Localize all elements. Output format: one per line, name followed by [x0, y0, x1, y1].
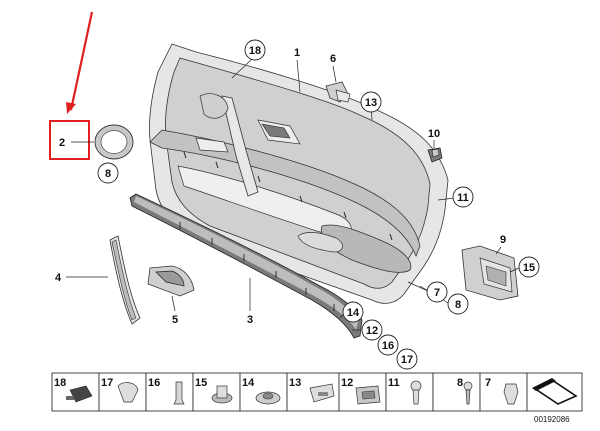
- legend-icon-8: [463, 381, 473, 405]
- legend-icon-7: [503, 383, 519, 405]
- part-2-speaker-ring: [94, 124, 134, 160]
- svg-text:18: 18: [249, 45, 261, 57]
- callout-12: 12: [361, 319, 383, 341]
- legend-icon-13: [309, 383, 335, 403]
- callout-15: 15: [518, 256, 540, 278]
- parts-legend-strip: 18 17 16 15 14 13 12 11 8 7: [51, 372, 583, 412]
- svg-text:7: 7: [434, 287, 440, 299]
- diagram-code: 00192086: [534, 415, 570, 424]
- part-9-bracket: [461, 245, 519, 301]
- svg-text:8: 8: [455, 299, 461, 311]
- legend-label-17: 17: [101, 377, 113, 389]
- legend-label-16: 16: [148, 377, 160, 389]
- callout-4: 4: [55, 272, 62, 284]
- part-6-clip: [325, 81, 351, 103]
- legend-icon-15: [211, 385, 233, 404]
- callout-9: 9: [500, 234, 506, 246]
- part-3-seal-strip: [129, 193, 363, 339]
- svg-text:15: 15: [523, 262, 535, 274]
- svg-text:8: 8: [105, 168, 111, 180]
- legend-icon-12: [355, 385, 381, 405]
- svg-text:13: 13: [365, 97, 377, 109]
- callout-7: 7: [426, 281, 448, 303]
- legend-label-14: 14: [242, 377, 255, 389]
- callout-14: 14: [342, 301, 364, 323]
- callout-13: 13: [360, 91, 382, 113]
- legend-icon-door-outline: [532, 378, 578, 405]
- callout-5: 5: [172, 314, 178, 326]
- legend-icon-11: [410, 380, 422, 405]
- svg-text:16: 16: [382, 340, 394, 352]
- callout-11: 11: [452, 186, 474, 208]
- callout-18: 18: [244, 39, 266, 61]
- legend-icon-14: [255, 391, 281, 405]
- legend-label-13: 13: [289, 377, 301, 389]
- callout-10: 10: [428, 128, 440, 140]
- highlight-box: [49, 120, 90, 160]
- legend-label-11: 11: [388, 377, 400, 389]
- legend-label-8: 8: [457, 377, 463, 389]
- part-10-clip: [427, 147, 443, 163]
- callout-8-right: 8: [447, 293, 469, 315]
- legend-label-7: 7: [485, 377, 491, 389]
- svg-text:12: 12: [366, 325, 378, 337]
- legend-label-15: 15: [195, 377, 207, 389]
- legend-icon-16: [173, 381, 185, 405]
- highlight-arrow: [66, 11, 94, 114]
- callout-16: 16: [377, 334, 399, 356]
- callout-6: 6: [330, 53, 336, 65]
- svg-text:17: 17: [401, 354, 413, 366]
- callout-1: 1: [294, 47, 300, 59]
- callout-3: 3: [247, 314, 253, 326]
- legend-label-18: 18: [54, 377, 66, 389]
- callout-8-left: 8: [97, 162, 119, 184]
- legend-label-12: 12: [341, 377, 353, 389]
- legend-icon-18: [66, 385, 93, 403]
- svg-text:14: 14: [347, 307, 360, 319]
- callout-17: 17: [396, 348, 418, 370]
- part-1-door-panel: [149, 43, 449, 304]
- callout-2: 2: [59, 137, 65, 149]
- part-4-handle-trim: [109, 235, 141, 325]
- part-5-inner-handle: [147, 265, 195, 297]
- svg-text:11: 11: [457, 192, 469, 204]
- legend-icon-17: [117, 382, 139, 403]
